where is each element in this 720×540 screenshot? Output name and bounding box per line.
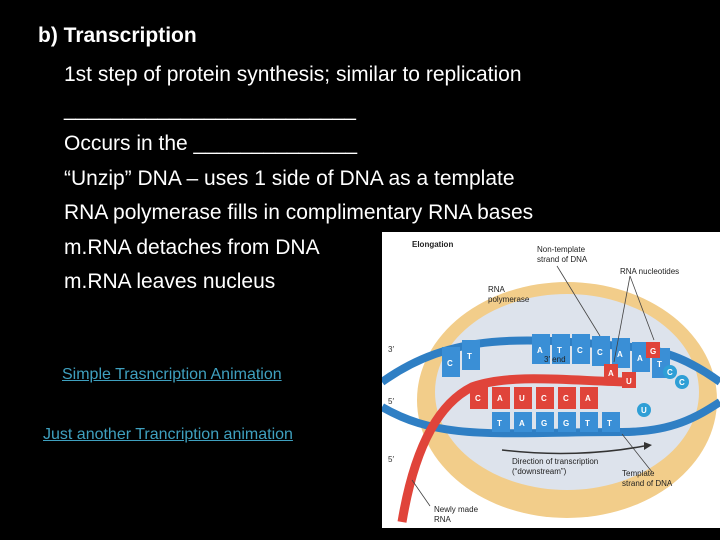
template-bases: T A G G T T [492, 412, 620, 432]
another-transcription-animation-link[interactable]: Just another Trancription animation [43, 426, 293, 443]
rna-bases: C A U C C A [470, 387, 598, 409]
direction-arrowhead [644, 442, 652, 450]
label-pointer [621, 433, 653, 473]
label-pointer [411, 479, 431, 507]
base-label: A [637, 354, 643, 363]
base-label: G [650, 347, 656, 356]
elongation-diagram: C T A T C C A A T C A U C C A [382, 240, 720, 524]
base-label: C [563, 394, 569, 403]
base-label: C [447, 359, 453, 368]
label-newly-made-rna: Newly made [434, 505, 479, 514]
base-label: C [667, 368, 673, 377]
base-label: U [626, 377, 632, 386]
base-label: T [557, 346, 562, 355]
simple-transcription-animation-link[interactable]: Simple Trasncription Animation [62, 366, 282, 383]
base-label: A [617, 350, 623, 359]
base-label: T [607, 419, 612, 428]
base-label: C [541, 394, 547, 403]
label-non-template: strand of DNA [537, 255, 588, 264]
label-pointer [613, 275, 631, 363]
slide-heading: b) Transcription [38, 24, 197, 47]
bullet-list: 1st step of protein synthesis; similar t… [64, 58, 533, 300]
transcription-elongation-figure: C T A T C C A A T C A U C C A [382, 232, 720, 528]
base-label: C [597, 348, 603, 357]
figure-title: Elongation [412, 240, 453, 249]
label-template: strand of DNA [622, 479, 673, 488]
base-label: A [608, 369, 614, 378]
bullet-line: m.RNA detaches from DNA [64, 235, 320, 259]
base-label: U [641, 406, 647, 415]
free-rna-nucleotides: A U G C C U [604, 342, 689, 417]
base-label: A [537, 346, 543, 355]
blank-line: _________________________ [64, 97, 356, 121]
label-template: Template [622, 469, 655, 478]
strand-end-label: 5′ [388, 455, 394, 464]
base-label: A [585, 394, 591, 403]
base-label: T [657, 360, 662, 369]
base-label: A [497, 394, 503, 403]
label-non-template: Non-template [537, 245, 586, 254]
base-label: U [519, 394, 525, 403]
label-pointer [629, 275, 655, 341]
base-label: A [519, 419, 525, 428]
strand-end-label: 5′ [388, 397, 394, 406]
base-label: C [577, 346, 583, 355]
bullet-line: 1st step of protein synthesis; similar t… [64, 63, 522, 86]
strand-end-label: 3′ [388, 345, 394, 354]
label-three-end: 3′ end [544, 355, 566, 364]
bullet-line: m.RNA leaves nucleus [64, 270, 276, 293]
bullet-line: RNA polymerase fills in complimentary RN… [64, 201, 534, 224]
label-rna-polymerase: polymerase [488, 295, 530, 304]
label-newly-made-rna: RNA [434, 515, 452, 524]
label-rna-nucleotides: RNA nucleotides [620, 267, 679, 276]
base-label: T [585, 419, 590, 428]
label-rna-polymerase: RNA [488, 285, 506, 294]
label-direction: Direction of transcription [512, 457, 598, 466]
base-label: C [679, 378, 685, 387]
label-direction: (“downstream”) [512, 467, 567, 476]
base-label: G [541, 419, 547, 428]
label-pointer [556, 265, 601, 337]
base-label: T [467, 352, 472, 361]
bullet-line: “Unzip” DNA – uses 1 side of DNA as a te… [64, 166, 515, 190]
direction-arrow [501, 445, 645, 455]
bullet-line: Occurs in the ______________ [64, 132, 358, 155]
base-label: C [475, 394, 481, 403]
base-label: T [497, 419, 502, 428]
base-label: G [563, 419, 569, 428]
nontemplate-bases: C T A T C C A A T [442, 334, 670, 378]
